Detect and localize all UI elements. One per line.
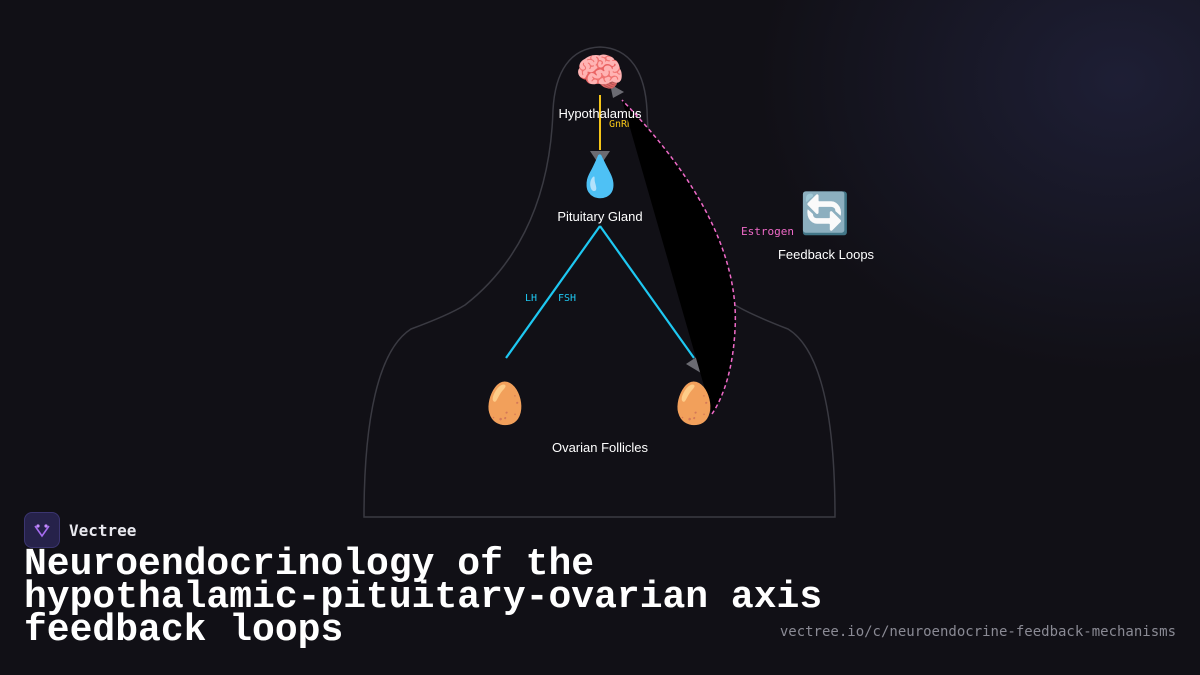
lh-edge — [505, 225, 601, 359]
brand-name: Vectree — [69, 520, 137, 540]
egg-icon: 🥚 — [480, 380, 530, 427]
droplet-icon: 💧 — [575, 153, 625, 200]
pituitary-label: Pituitary Gland — [557, 209, 642, 224]
lh-label: LH — [525, 293, 537, 304]
egg-icon: 🥚 — [669, 380, 719, 427]
brain-icon: 🧠 — [575, 50, 625, 96]
feedback-loops-label: Feedback Loops — [778, 247, 875, 262]
source-url[interactable]: vectree.io/c/neuroendocrine-feedback-mec… — [779, 624, 1176, 640]
brand: Vectree — [24, 512, 136, 548]
body-silhouette — [363, 46, 836, 518]
estrogen-feedback-fill — [622, 100, 736, 414]
cycle-arrows-icon: 🔄 — [800, 190, 850, 237]
gnrh-arrowhead — [590, 151, 610, 166]
ovarian-follicles-label: Ovarian Follicles — [552, 440, 649, 455]
estrogen-feedback-edge — [621, 99, 737, 415]
fsh-edge — [599, 225, 695, 359]
page-title: Neuroendocrinology of the hypothalamic-p… — [24, 543, 823, 652]
estrogen-arrowhead — [610, 84, 624, 98]
gnrh-label: GnRH — [609, 119, 633, 130]
fsh-label: FSH — [558, 293, 576, 304]
hypothalamus-label: Hypothalamus — [558, 106, 642, 121]
estrogen-label: Estrogen — [741, 225, 794, 238]
vectree-logo-icon — [24, 512, 60, 548]
